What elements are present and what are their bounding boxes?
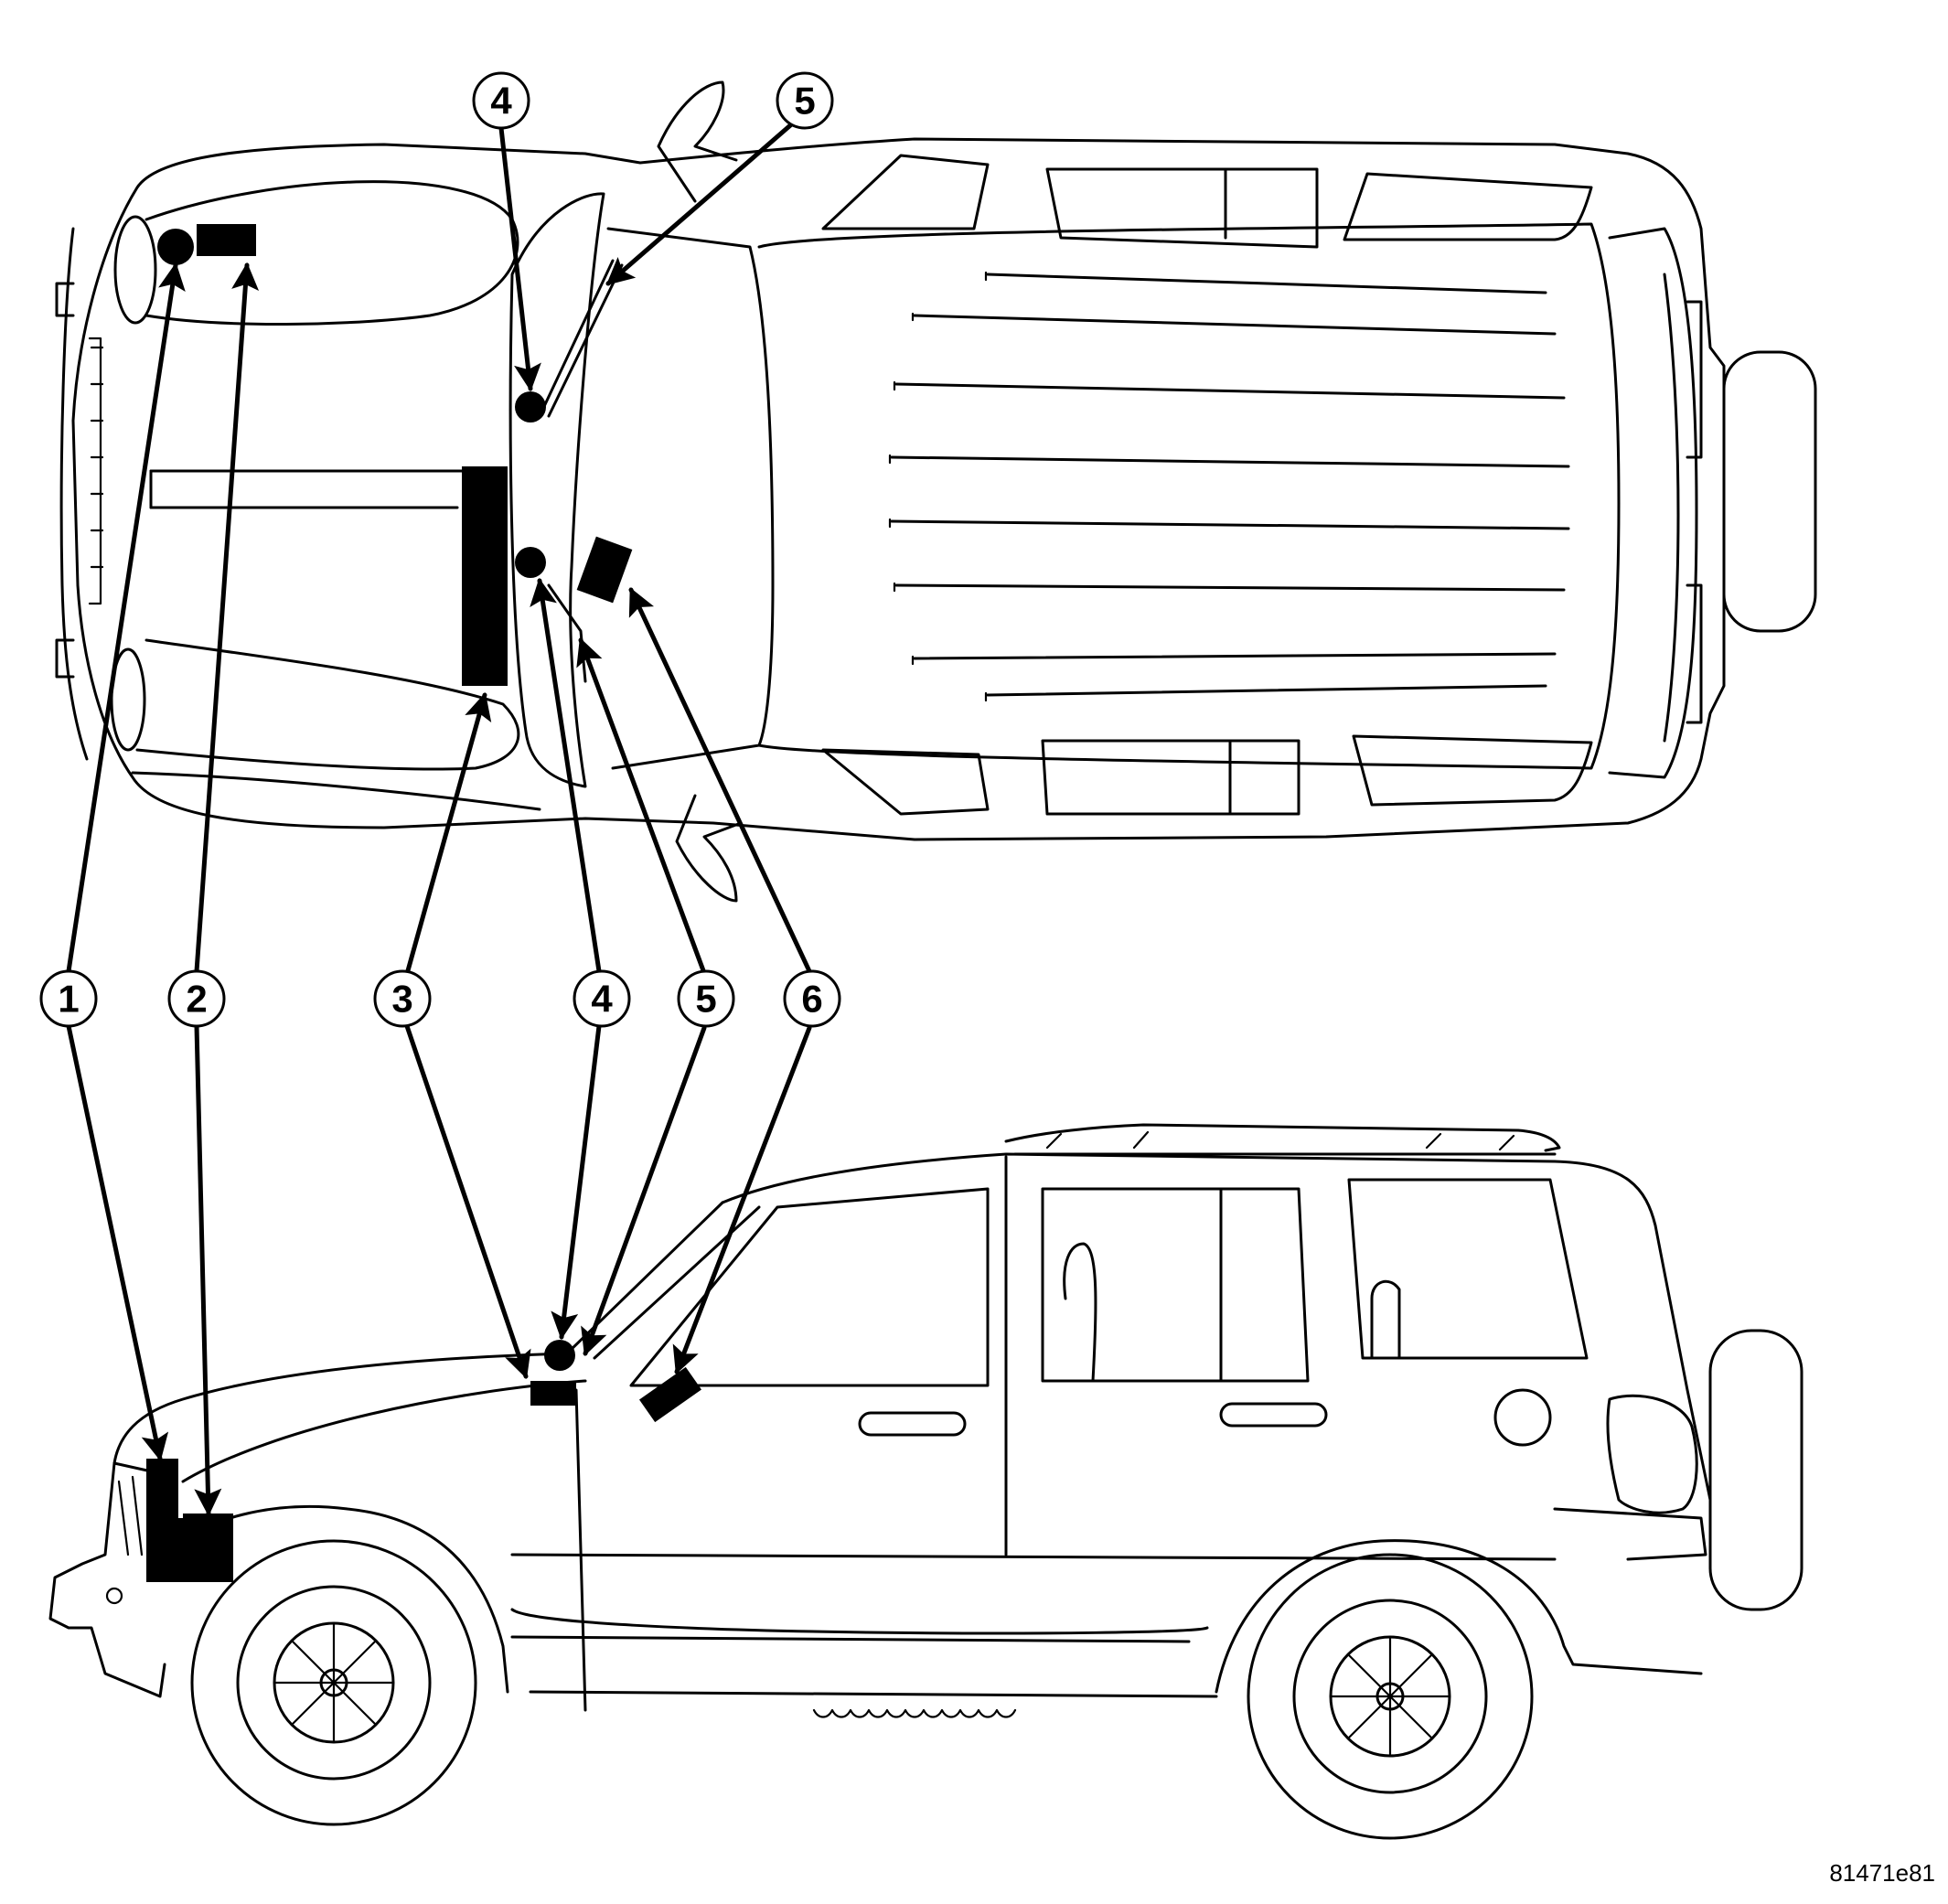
side-view-vehicle <box>48 1123 1804 1718</box>
callout-1: 1 <box>39 969 98 1028</box>
callout-4-top-label: 4 <box>490 80 512 123</box>
component-2-top-marker <box>197 224 256 256</box>
rear-wheel <box>1247 1553 1534 1840</box>
callout-2-label: 2 <box>186 978 207 1021</box>
component-4-side-marker <box>544 1340 575 1371</box>
callout-6: 6 <box>783 969 841 1028</box>
front-wheel <box>190 1539 477 1826</box>
component-4-top-marker-b <box>515 547 546 578</box>
callout-2: 2 <box>167 969 226 1028</box>
component-6-top-marker <box>576 536 633 604</box>
component-markers <box>146 224 701 1582</box>
callout-4-top: 4 <box>472 71 530 130</box>
callout-5-bottom: 5 <box>677 969 735 1028</box>
component-3-top-marker <box>462 466 508 686</box>
component-2-side-marker <box>183 1514 233 1582</box>
top-view-vehicle <box>55 80 1817 903</box>
callout-4-bottom-label: 4 <box>591 978 613 1021</box>
callout-5-top: 5 <box>776 71 834 130</box>
callout-3-label: 3 <box>391 978 412 1021</box>
component-4-top-marker-a <box>515 391 546 423</box>
callout-4-bottom: 4 <box>573 969 631 1028</box>
callout-5-top-label: 5 <box>794 80 815 123</box>
component-3-side-marker <box>530 1381 576 1406</box>
callout-6-label: 6 <box>801 978 822 1021</box>
callout-5-bottom-label: 5 <box>695 978 716 1021</box>
callout-3: 3 <box>373 969 432 1028</box>
figure-id: 81471e81 <box>1829 1859 1935 1887</box>
component-6-side-marker <box>639 1366 701 1423</box>
component-1-top-marker <box>157 229 194 265</box>
callout-1-label: 1 <box>58 978 79 1021</box>
leader-lines <box>66 118 812 1516</box>
